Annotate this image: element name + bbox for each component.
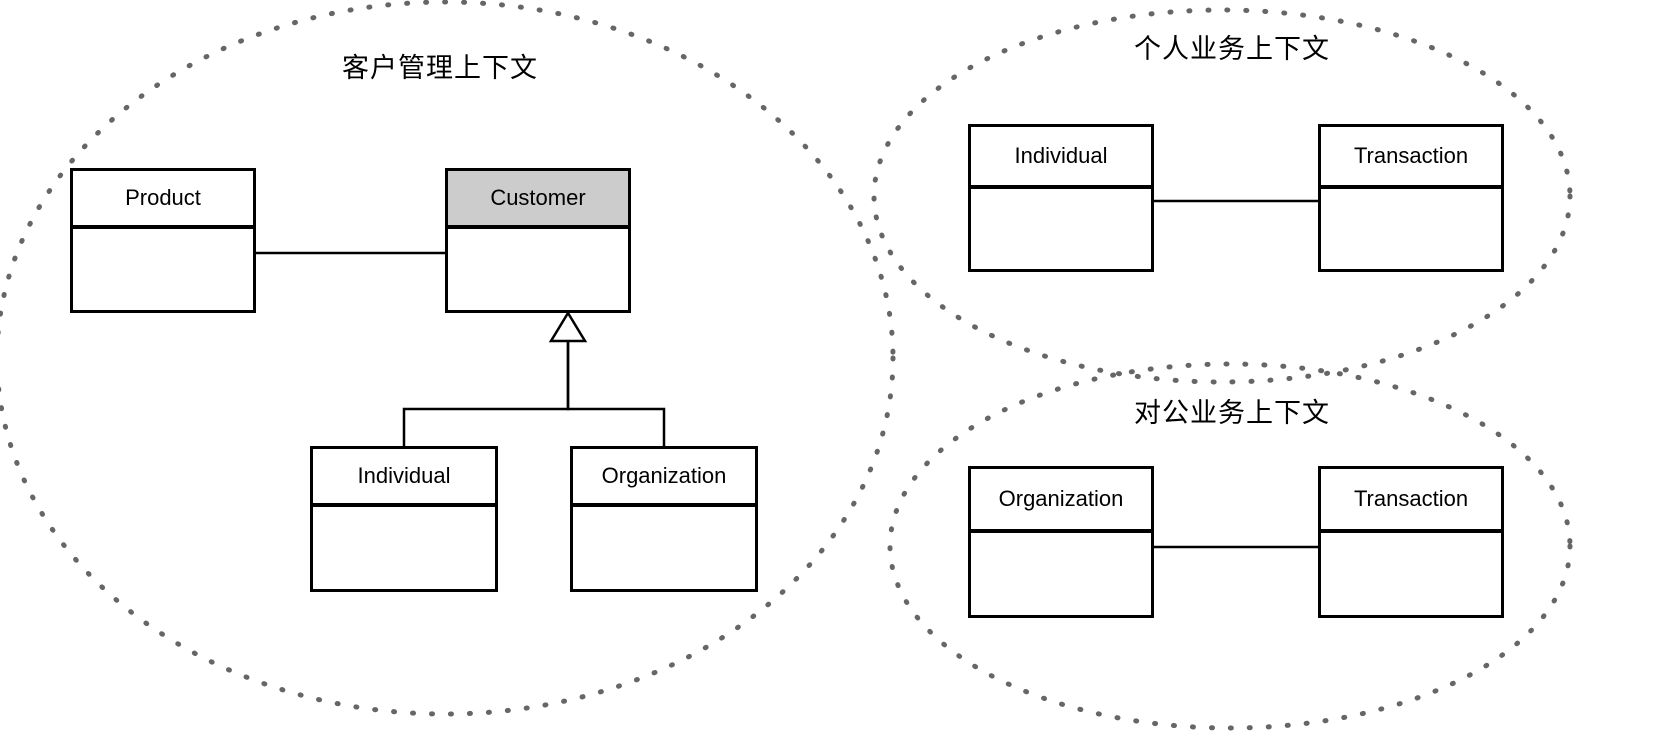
context-title-customer-management: 客户管理上下文: [342, 53, 538, 83]
uml-class-transaction-cb[interactable]: Transaction: [1318, 466, 1504, 618]
uml-class-attributes-customer: [448, 229, 628, 310]
uml-class-name-product: Product: [125, 185, 201, 210]
uml-class-header-customer: Customer: [448, 171, 628, 229]
context-boundary-individual-business: [871, 7, 1573, 385]
uml-class-attributes-transaction-cb: [1321, 533, 1501, 615]
uml-class-organization-cb[interactable]: Organization: [968, 466, 1154, 618]
uml-class-header-individual-cm: Individual: [313, 449, 495, 507]
uml-class-header-transaction-cb: Transaction: [1321, 469, 1501, 533]
generalization-arrowhead: [548, 310, 588, 343]
uml-class-attributes-organization-cm: [573, 507, 755, 589]
context-boundaries: [0, 0, 1573, 731]
relation-customer-organization: [566, 341, 666, 446]
context-boundary-corporate-business: [887, 361, 1573, 731]
uml-class-customer[interactable]: Customer: [445, 168, 631, 313]
uml-class-individual-cm[interactable]: Individual: [310, 446, 498, 592]
uml-class-product[interactable]: Product: [70, 168, 256, 313]
uml-class-name-organization-cb: Organization: [998, 486, 1124, 511]
uml-class-header-organization-cb: Organization: [971, 469, 1151, 533]
uml-class-name-individual-cm: Individual: [357, 463, 451, 488]
uml-class-header-transaction-ib: Transaction: [1321, 127, 1501, 189]
uml-class-individual-ib[interactable]: Individual: [968, 124, 1154, 272]
relation-customer-individual: [402, 341, 570, 446]
uml-class-name-customer: Customer: [490, 185, 586, 210]
uml-class-name-transaction-cb: Transaction: [1353, 486, 1469, 511]
uml-class-name-individual-ib: Individual: [1014, 143, 1108, 168]
uml-class-name-organization-cm: Organization: [601, 463, 727, 488]
generalization-triangle: [548, 310, 588, 343]
uml-class-attributes-individual-cm: [313, 507, 495, 589]
uml-class-header-organization-cm: Organization: [573, 449, 755, 507]
uml-class-attributes-organization-cb: [971, 533, 1151, 615]
uml-class-attributes-product: [73, 229, 253, 310]
uml-class-attributes-transaction-ib: [1321, 189, 1501, 269]
uml-class-transaction-ib[interactable]: Transaction: [1318, 124, 1504, 272]
uml-class-name-transaction-ib: Transaction: [1353, 143, 1469, 168]
uml-class-header-individual-ib: Individual: [971, 127, 1151, 189]
context-title-individual-business: 个人业务上下文: [1134, 34, 1330, 64]
relationship-lines: [256, 199, 1318, 549]
uml-class-header-product: Product: [73, 171, 253, 229]
context-title-corporate-business: 对公业务上下文: [1134, 398, 1330, 428]
uml-class-attributes-individual-ib: [971, 189, 1151, 269]
uml-class-organization-cm[interactable]: Organization: [570, 446, 758, 592]
context-boundary-customer-management: [0, 0, 896, 717]
